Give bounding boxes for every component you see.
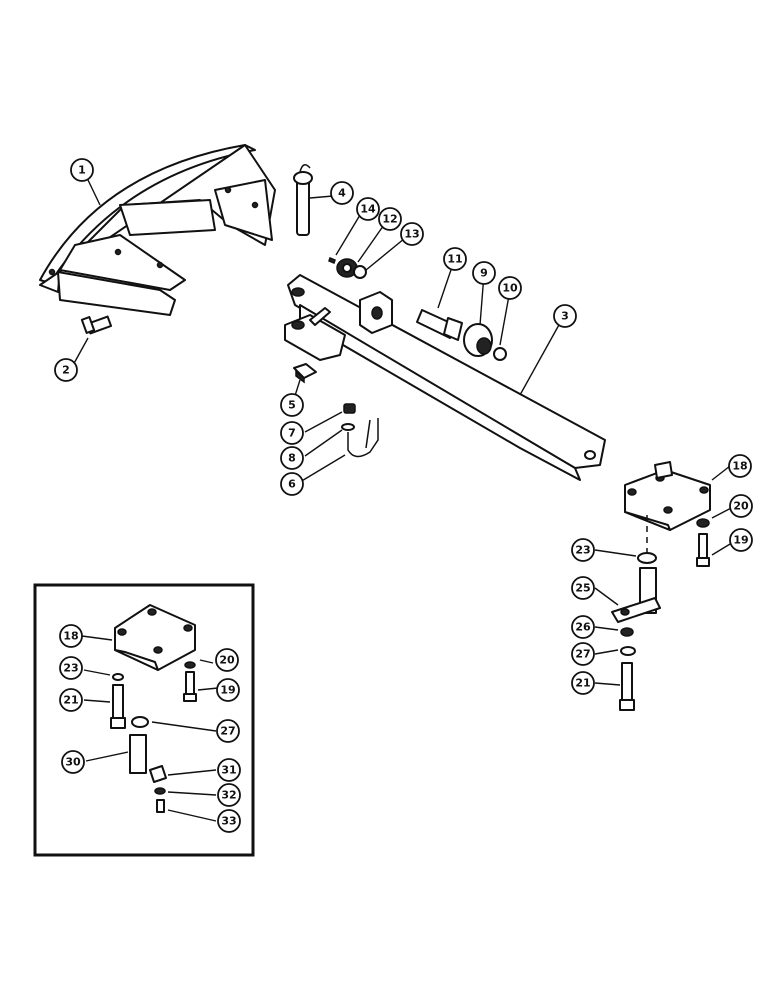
callout-19-inset-label: 19 — [220, 684, 235, 697]
callout-25-label: 25 — [575, 582, 590, 595]
callout-11: 11 — [443, 247, 467, 271]
callout-32-label: 32 — [221, 789, 236, 802]
callout-6: 6 — [280, 472, 304, 496]
bracket-part-18-right — [624, 461, 711, 531]
callout-18-right: 18 — [728, 454, 752, 478]
callout-27-inset-label: 27 — [220, 725, 235, 738]
callout-10: 10 — [498, 276, 522, 300]
callout-20-inset-label: 20 — [219, 654, 235, 667]
callout-3: 3 — [553, 304, 577, 328]
leader-lines — [71, 179, 736, 822]
adjuster-parts-9-10-11 — [416, 309, 507, 361]
callout-26-label: 26 — [575, 621, 591, 634]
callout-30: 30 — [61, 750, 85, 774]
callout-21-right-label: 21 — [575, 677, 590, 690]
callout-6-label: 6 — [288, 478, 296, 491]
callout-12: 12 — [378, 207, 402, 231]
callout-27-right: 27 — [571, 642, 595, 666]
u-bolt-parts-6-7-8 — [341, 403, 379, 458]
callout-10-label: 10 — [502, 282, 518, 295]
callout-5-label: 5 — [288, 399, 296, 412]
callout-9-label: 9 — [480, 267, 488, 280]
callout-2: 2 — [54, 358, 78, 382]
callout-13-label: 13 — [404, 228, 419, 241]
pin-part-30-inset — [129, 734, 147, 774]
callout-20-inset: 20 — [215, 648, 239, 672]
inset-frame — [33, 583, 255, 857]
stack-parts-right — [611, 515, 661, 711]
callout-31-label: 31 — [221, 764, 236, 777]
callout-20-right: 20 — [729, 494, 753, 518]
callout-18-right-label: 18 — [732, 460, 747, 473]
callout-32: 32 — [217, 783, 241, 807]
callout-1-label: 1 — [78, 164, 86, 177]
callout-19-inset: 19 — [216, 678, 240, 702]
callout-19-right-label: 19 — [733, 534, 748, 547]
callout-14-label: 14 — [360, 203, 376, 216]
callout-7-label: 7 — [288, 427, 296, 440]
washer-part-32-inset — [154, 787, 166, 795]
collar-parts-12-13-14 — [328, 257, 367, 279]
callout-25: 25 — [571, 576, 595, 600]
callout-27-right-label: 27 — [575, 648, 590, 661]
callout-20-right-label: 20 — [733, 500, 749, 513]
callout-8-label: 8 — [288, 452, 296, 465]
callout-18-inset: 18 — [59, 624, 83, 648]
callout-33-label: 33 — [221, 815, 236, 828]
callout-33: 33 — [217, 809, 241, 833]
callout-3-label: 3 — [561, 310, 569, 323]
callout-21-right: 21 — [571, 671, 595, 695]
callout-2-label: 2 — [62, 364, 70, 377]
callout-26: 26 — [571, 615, 595, 639]
bracket-part-18-inset — [114, 604, 196, 671]
callout-1: 1 — [70, 158, 94, 182]
callout-13: 13 — [400, 222, 424, 246]
curved-guard-part — [39, 144, 276, 316]
callout-30-label: 30 — [65, 756, 81, 769]
callout-23-inset: 23 — [59, 656, 83, 680]
washer-part-23-inset — [112, 673, 124, 681]
callout-5: 5 — [280, 393, 304, 417]
callout-23-right: 23 — [571, 538, 595, 562]
plate-part-31-inset — [149, 765, 167, 783]
washer-part-20-inset — [184, 661, 196, 669]
callout-18-inset-label: 18 — [63, 630, 78, 643]
pin-part-4 — [293, 164, 313, 236]
callout-8: 8 — [280, 446, 304, 470]
block-part-5 — [293, 363, 317, 384]
callout-9: 9 — [472, 261, 496, 285]
washer-part-20-right — [696, 518, 710, 528]
bolt-part-19-inset — [183, 671, 197, 702]
bolt-part-21-inset — [110, 684, 126, 729]
callout-27-inset: 27 — [216, 719, 240, 743]
callout-11-label: 11 — [447, 253, 462, 266]
callout-23-right-label: 23 — [575, 544, 590, 557]
draw-bar-part-3 — [284, 274, 606, 481]
washer-part-27-inset — [131, 716, 149, 728]
screw-part-33-inset — [156, 799, 165, 813]
callout-21-inset: 21 — [59, 688, 83, 712]
bolt-part-2 — [80, 315, 113, 335]
callout-7: 7 — [280, 421, 304, 445]
bolt-part-19-right — [696, 533, 710, 567]
callout-21-inset-label: 21 — [63, 694, 78, 707]
callout-19-right: 19 — [729, 528, 753, 552]
callout-14: 14 — [356, 197, 380, 221]
callout-31: 31 — [217, 758, 241, 782]
callout-12-label: 12 — [382, 213, 397, 226]
callout-23-inset-label: 23 — [63, 662, 78, 675]
callout-4: 4 — [330, 181, 354, 205]
callout-4-label: 4 — [338, 187, 346, 200]
